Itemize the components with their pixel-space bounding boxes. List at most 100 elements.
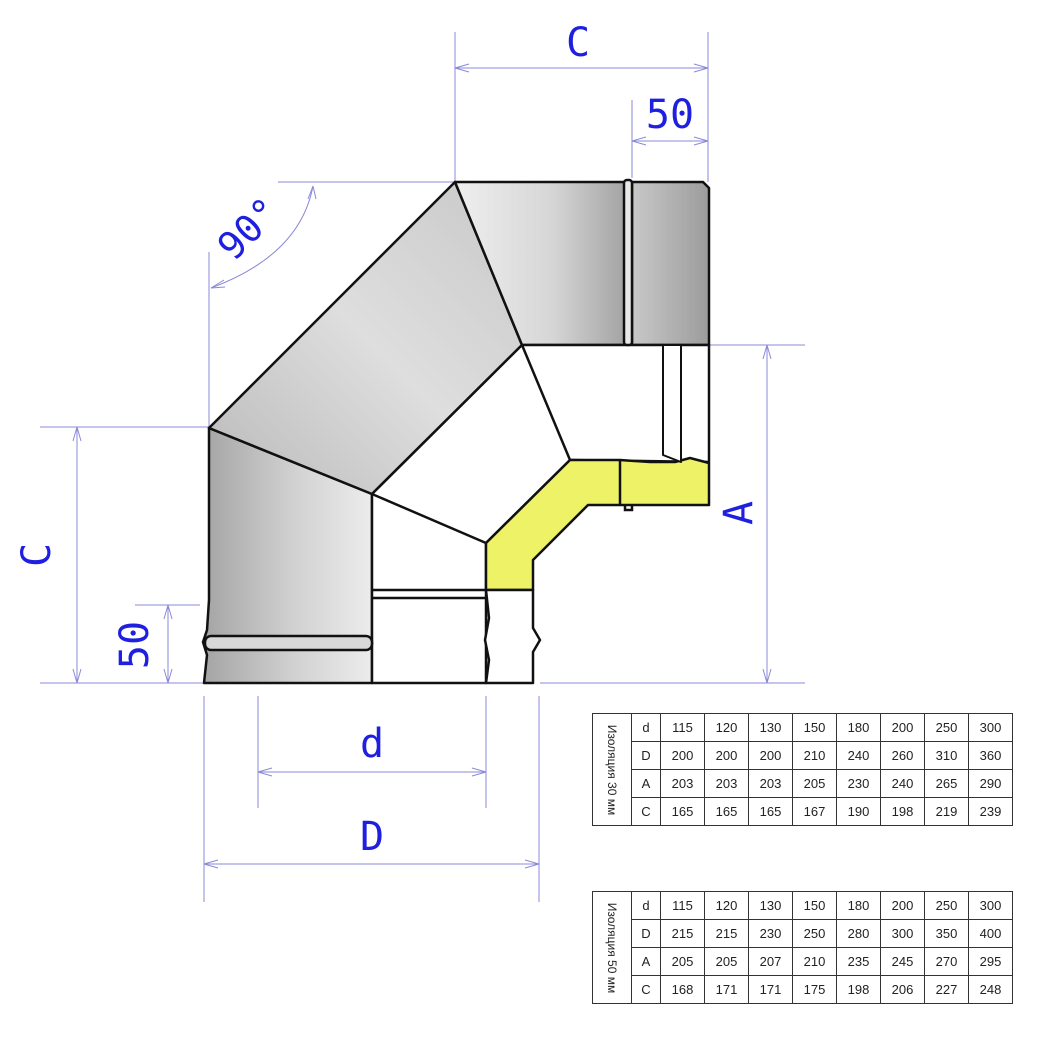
table-row: A 205 205 207 210 235 245 270 295 xyxy=(593,947,1013,976)
table-cell: 171 xyxy=(748,975,793,1004)
row-key: C xyxy=(631,975,661,1004)
table-cell: 165 xyxy=(660,797,705,826)
table-cell: 115 xyxy=(660,891,705,920)
table-cell: 210 xyxy=(792,741,837,770)
pipe-rings xyxy=(203,178,634,652)
table-cell: 206 xyxy=(880,975,925,1004)
row-key: D xyxy=(631,741,661,770)
table-cell: 240 xyxy=(880,769,925,798)
table-cell: 250 xyxy=(792,919,837,948)
table-cell: 260 xyxy=(880,741,925,770)
table-cell: 215 xyxy=(704,919,749,948)
table-cell: 250 xyxy=(924,713,969,742)
table-cell: 265 xyxy=(924,769,969,798)
label-d-inner: d xyxy=(360,721,384,767)
table-cell: 215 xyxy=(660,919,705,948)
label-angle-90: 90° xyxy=(209,189,289,269)
table-cell: 165 xyxy=(704,797,749,826)
table-cell: 207 xyxy=(748,947,793,976)
table-cell: 180 xyxy=(836,713,881,742)
table-row: Изоляция 30 мм d 115 120 130 150 180 200… xyxy=(592,713,1013,826)
table-cell: 150 xyxy=(792,891,837,920)
table-cell: 198 xyxy=(880,797,925,826)
table-cell: 203 xyxy=(748,769,793,798)
table-row: D 200 200 200 210 240 260 310 360 xyxy=(593,741,1013,770)
dimension-lines xyxy=(40,32,805,902)
table-row: C 165 165 165 167 190 198 219 239 xyxy=(593,797,1013,826)
table-cell: 203 xyxy=(660,769,705,798)
table-cell: 198 xyxy=(836,975,881,1004)
table-cell: 205 xyxy=(660,947,705,976)
table-cell: 300 xyxy=(968,891,1013,920)
table-cell: 200 xyxy=(704,741,749,770)
table-cell: 290 xyxy=(968,769,1013,798)
upper-end-cap xyxy=(630,180,711,347)
table-cell: 245 xyxy=(880,947,925,976)
table-cell: 205 xyxy=(704,947,749,976)
table-cell: 300 xyxy=(880,919,925,948)
table-cell: 171 xyxy=(704,975,749,1004)
table-cell: 230 xyxy=(836,769,881,798)
table-cell: 180 xyxy=(836,891,881,920)
table-cell: 200 xyxy=(660,741,705,770)
table-cell: 360 xyxy=(968,741,1013,770)
row-key: A xyxy=(631,769,661,798)
table-cell: 120 xyxy=(704,891,749,920)
row-key: D xyxy=(631,919,661,948)
table-cell: 235 xyxy=(836,947,881,976)
table-cell: 350 xyxy=(924,919,969,948)
label-a: A xyxy=(716,501,762,525)
table-cell: 130 xyxy=(748,713,793,742)
table-cell: 248 xyxy=(968,975,1013,1004)
row-key: C xyxy=(631,797,661,826)
table-cell: 175 xyxy=(792,975,837,1004)
inner-liner-upper xyxy=(662,344,682,463)
label-top-50: 50 xyxy=(646,92,694,138)
table-cell: 200 xyxy=(880,713,925,742)
inner-liner-lower xyxy=(483,588,542,685)
table-cell: 203 xyxy=(704,769,749,798)
table-cell: 300 xyxy=(968,713,1013,742)
row-key: d xyxy=(631,891,661,920)
table-cell: 280 xyxy=(836,919,881,948)
label-left-c: C xyxy=(14,543,60,567)
table-cell: 239 xyxy=(968,797,1013,826)
table-cell: 310 xyxy=(924,741,969,770)
table-cell: 190 xyxy=(836,797,881,826)
table-cell: 165 xyxy=(748,797,793,826)
table-cell: 168 xyxy=(660,975,705,1004)
table-row: D 215 215 230 250 280 300 350 400 xyxy=(593,919,1013,948)
table-cell: 240 xyxy=(836,741,881,770)
table-cell: 250 xyxy=(924,891,969,920)
table-cell: 150 xyxy=(792,713,837,742)
table-cell: 270 xyxy=(924,947,969,976)
spec-table-insulation-30: Изоляция 30 мм d 115 120 130 150 180 200… xyxy=(592,713,1013,826)
table-cell: 167 xyxy=(792,797,837,826)
table-cell: 227 xyxy=(924,975,969,1004)
table-row: A 203 203 203 205 230 240 265 290 xyxy=(593,769,1013,798)
table-side-label: Изоляция 30 мм xyxy=(605,724,619,815)
label-left-50: 50 xyxy=(112,621,158,669)
table-cell: 295 xyxy=(968,947,1013,976)
spec-table-insulation-50: Изоляция 50 мм d 115 120 130 150 180 200… xyxy=(592,891,1013,1004)
table-cell: 120 xyxy=(704,713,749,742)
table-side-label: Изоляция 50 мм xyxy=(605,902,619,993)
row-key: A xyxy=(631,947,661,976)
table-cell: 219 xyxy=(924,797,969,826)
table-cell: 200 xyxy=(880,891,925,920)
table-side-label-cell: Изоляция 50 мм xyxy=(592,891,632,1004)
table-cell: 200 xyxy=(748,741,793,770)
label-top-c: C xyxy=(566,20,590,66)
table-row: Изоляция 50 мм d 115 120 130 150 180 200… xyxy=(592,891,1013,1004)
label-d-outer: D xyxy=(360,814,384,860)
table-cell: 400 xyxy=(968,919,1013,948)
table-cell: 210 xyxy=(792,947,837,976)
table-cell: 115 xyxy=(660,713,705,742)
table-cell: 205 xyxy=(792,769,837,798)
row-key: d xyxy=(631,713,661,742)
table-row: C 168 171 171 175 198 206 227 248 xyxy=(593,975,1013,1004)
table-cell: 230 xyxy=(748,919,793,948)
table-cell: 130 xyxy=(748,891,793,920)
table-side-label-cell: Изоляция 30 мм xyxy=(592,713,632,826)
